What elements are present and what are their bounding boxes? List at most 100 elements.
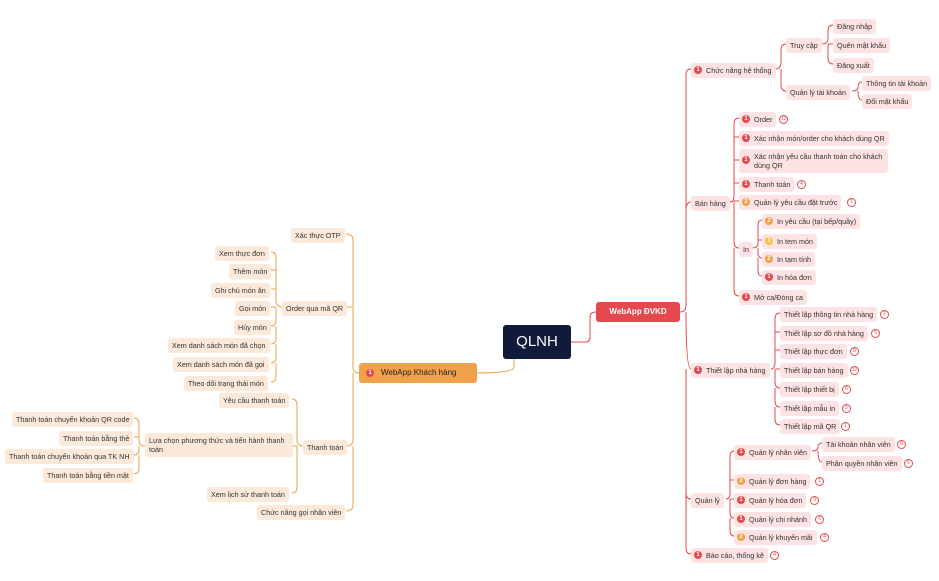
setup-count-badge: 12 <box>850 366 859 375</box>
staff-permission-count-badge: 5 <box>904 459 913 468</box>
dish-status-node[interactable]: Theo dõi trạng thái món <box>184 376 268 391</box>
confirm-payment-node[interactable]: 1 Xác nhận yêu cầu thanh toán cho khách … <box>739 149 888 173</box>
webapp-dvkd-node[interactable]: WebApp ĐVKD <box>596 302 680 322</box>
pay-qr-node[interactable]: Thanh toán chuyển khoản QR code <box>12 412 134 427</box>
pay-cash-node[interactable]: Thanh toán bằng tiền mặt <box>43 468 133 483</box>
branch-management-node[interactable]: 1 Quản lý chi nhánh <box>734 512 811 527</box>
setup-count-badge: 5 <box>871 329 880 338</box>
confirm-payment-label: Xác nhận yêu cầu thanh toán cho khách dù… <box>754 152 883 170</box>
account-management-node[interactable]: Quản lý tài khoản <box>786 85 850 100</box>
print-label-node[interactable]: 3 In tem món <box>762 234 817 249</box>
sales-node[interactable]: Bán hàng <box>691 196 730 211</box>
cancel-dish-node[interactable]: Hủy món <box>234 320 271 335</box>
dish-note-node[interactable]: Ghi chú món ăn <box>211 283 270 298</box>
selected-dishes-node[interactable]: Xem danh sách món đã chọn <box>168 338 270 353</box>
order-node[interactable]: 1 Order <box>739 112 777 127</box>
shift-node[interactable]: 1 Mở ca/Đóng ca <box>739 290 808 305</box>
restaurant-setup-label: Thiết lập nhà hàng <box>706 366 766 375</box>
print-invoice-label: In hóa đơn <box>777 273 812 282</box>
priority-icon: 2 <box>765 217 773 225</box>
system-functions-label: Chức năng hệ thống <box>706 66 772 75</box>
setup-menu-node[interactable]: Thiết lập thực đơn <box>780 344 847 359</box>
account-info-node[interactable]: Thông tin tài khoản <box>862 76 932 91</box>
priority-icon: 1 <box>737 496 745 504</box>
print-node[interactable]: In <box>739 242 753 257</box>
confirm-qr-order-node[interactable]: 1 Xác nhận món/order cho khách dùng QR <box>739 131 889 146</box>
management-node[interactable]: Quản lý <box>691 493 724 508</box>
order-management-label: Quản lý đơn hàng <box>749 477 807 486</box>
print-request-label: In yêu cầu (tại bếp/quầy) <box>777 217 857 226</box>
order-count-badge: 12 <box>779 115 788 124</box>
reservation-count-badge: 1 <box>847 198 856 207</box>
payment-history-node[interactable]: Xem lịch sử thanh toán <box>207 487 289 502</box>
payment-node[interactable]: 1 Thanh toán <box>739 177 795 192</box>
root-node[interactable]: QLNH <box>503 325 571 359</box>
otp-node[interactable]: Xác thực OTP <box>291 228 345 243</box>
priority-icon: 1 <box>366 369 374 377</box>
setup-sales-node[interactable]: Thiết lập bán hàng <box>780 363 848 378</box>
promotion-management-count-badge: 4 <box>820 533 829 542</box>
view-menu-node[interactable]: Xem thực đơn <box>215 246 269 261</box>
priority-icon: 2 <box>765 255 773 263</box>
pay-bank-transfer-node[interactable]: Thanh toán chuyển khoản qua TK NH <box>5 449 134 464</box>
system-functions-node[interactable]: 1 Chức năng hệ thống <box>691 63 776 78</box>
print-request-node[interactable]: 2 In yêu cầu (tại bếp/quầy) <box>762 214 861 229</box>
print-invoice-node[interactable]: 1 In hóa đơn <box>762 270 816 285</box>
logout-node[interactable]: Đăng xuất <box>833 58 874 73</box>
webapp-customer-label: WebApp Khách hàng <box>381 368 457 377</box>
staff-management-label: Quản lý nhân viên <box>749 448 807 457</box>
staff-account-node[interactable]: Tài khoản nhân viên <box>822 437 895 452</box>
order-dish-node[interactable]: Gọi món <box>235 301 271 316</box>
confirm-qr-order-label: Xác nhận món/order cho khách dùng QR <box>754 134 885 143</box>
shift-label: Mở ca/Đóng ca <box>754 293 804 302</box>
order-label: Order <box>754 115 773 124</box>
payment-request-node[interactable]: Yêu cầu thanh toán <box>219 393 290 408</box>
forgot-password-node[interactable]: Quên mật khẩu <box>833 38 891 53</box>
setup-info-node[interactable]: Thiết lập thông tin nhà hàng <box>780 307 878 322</box>
reservation-label: Quản lý yêu cầu đặt trước <box>754 198 838 207</box>
change-password-node[interactable]: Đổi mật khẩu <box>862 94 913 109</box>
reservation-node[interactable]: 2 Quản lý yêu cầu đặt trước <box>739 195 842 210</box>
order-qr-node[interactable]: Order qua mã QR <box>282 301 348 316</box>
setup-print-template-node[interactable]: Thiết lập mẫu in <box>780 401 840 416</box>
restaurant-setup-node[interactable]: 1 Thiết lập nhà hàng <box>691 363 770 378</box>
setup-devices-node[interactable]: Thiết lập thiết bị <box>780 382 839 397</box>
promotion-management-label: Quản lý khuyến mãi <box>749 533 813 542</box>
ordered-dishes-node[interactable]: Xem danh sách món đã gọi <box>173 357 269 372</box>
order-management-count-badge: 1 <box>815 477 824 486</box>
report-count-badge: 4 <box>770 551 779 560</box>
webapp-customer-node[interactable]: 1 WebApp Khách hàng <box>359 363 477 383</box>
invoice-management-label: Quản lý hóa đơn <box>749 496 803 505</box>
call-staff-node[interactable]: Chức năng gọi nhân viên <box>257 505 346 520</box>
priority-icon: 1 <box>694 366 702 374</box>
add-dish-node[interactable]: Thêm món <box>229 264 272 279</box>
choose-payment-node[interactable]: Lựa chọn phương thức và tiến hành thanh … <box>145 433 293 457</box>
priority-icon: 1 <box>737 448 745 456</box>
priority-icon: 1 <box>742 180 750 188</box>
staff-management-node[interactable]: 1 Quản lý nhân viên <box>734 445 811 460</box>
priority-icon: 1 <box>742 115 750 123</box>
priority-icon: 1 <box>694 66 702 74</box>
priority-icon: 1 <box>765 273 773 281</box>
login-node[interactable]: Đăng nhập <box>833 19 877 34</box>
setup-count-badge: 6 <box>842 385 851 394</box>
setup-count-badge: 1 <box>841 422 850 431</box>
pay-card-node[interactable]: Thanh toán bằng thẻ <box>59 431 134 446</box>
priority-icon: 1 <box>742 293 750 301</box>
report-node[interactable]: 1 Báo cáo, thống kê <box>691 548 768 563</box>
access-node[interactable]: Truy cập <box>786 38 822 53</box>
print-label-label: In tem món <box>777 237 813 246</box>
payment-left-node[interactable]: Thanh toán <box>303 440 348 455</box>
setup-qr-node[interactable]: Thiết lập mã QR <box>780 419 841 434</box>
staff-permission-node[interactable]: Phân quyền nhân viên <box>822 456 902 471</box>
print-temp-bill-node[interactable]: 2 In tạm tính <box>762 252 815 267</box>
branch-management-count-badge: 6 <box>815 515 824 524</box>
setup-floorplan-node[interactable]: Thiết lập sơ đồ nhà hàng <box>780 326 868 341</box>
payment-count-badge: 4 <box>797 180 806 189</box>
report-label: Báo cáo, thống kê <box>706 551 764 560</box>
promotion-management-node[interactable]: 2 Quản lý khuyến mãi <box>734 530 817 545</box>
priority-icon: 2 <box>742 198 750 206</box>
invoice-management-node[interactable]: 1 Quản lý hóa đơn <box>734 493 807 508</box>
order-management-node[interactable]: 2 Quản lý đơn hàng <box>734 474 811 489</box>
